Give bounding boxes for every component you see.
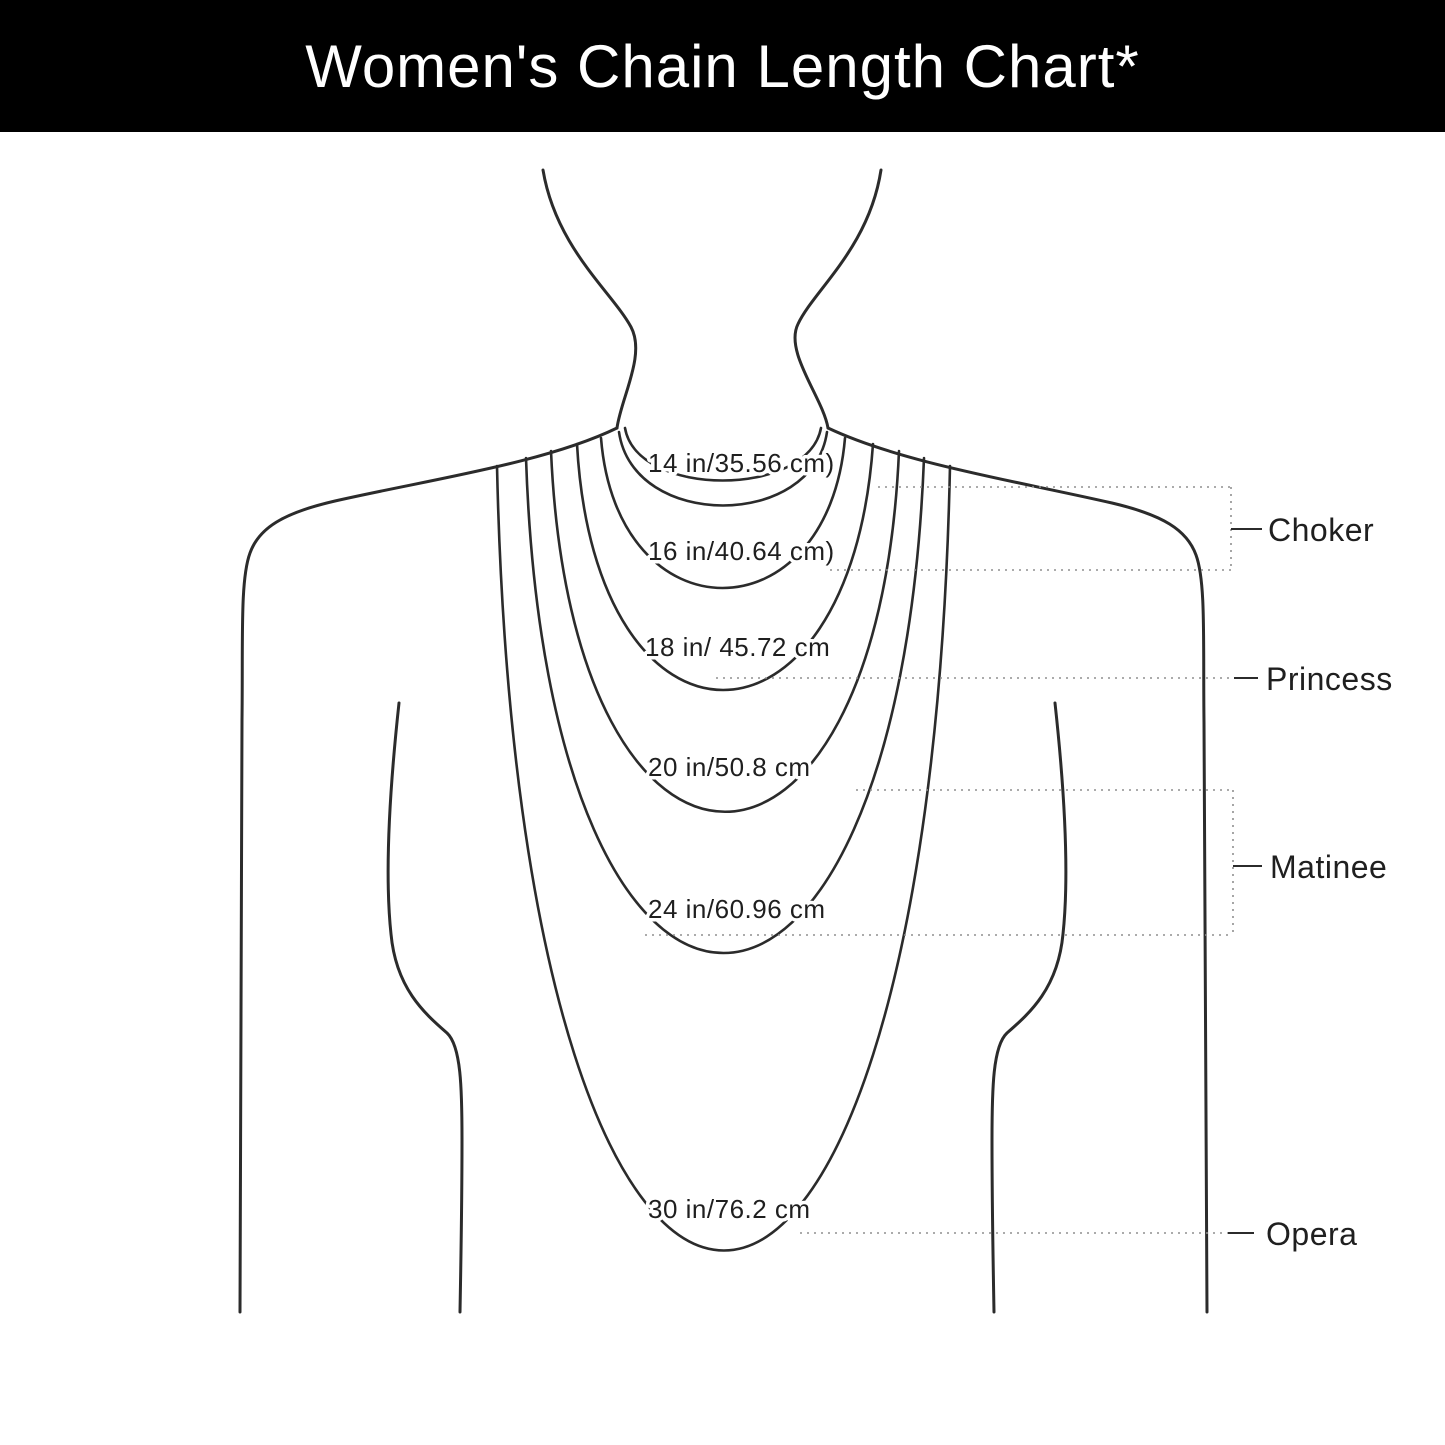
chain-24-curve [524, 456, 926, 955]
chain-14-curve-top [623, 426, 823, 482]
chain-16-label: 16 in/40.64 cm) [648, 536, 835, 566]
chain-20-label: 20 in/50.8 cm [648, 752, 811, 782]
chain-curves [495, 426, 952, 1252]
style-label-princess: Princess [1266, 661, 1393, 697]
header-bar: Women's Chain Length Chart* [0, 0, 1445, 132]
style-label-opera: Opera [1266, 1216, 1357, 1252]
figure-torso-right-line [990, 701, 1068, 1314]
chain-14-curve-bottom [617, 430, 829, 507]
leader-lines [645, 486, 1262, 1234]
figure-torso-left-line [386, 701, 464, 1314]
chain-18-label: 18 in/ 45.72 cm [645, 632, 830, 662]
style-label-choker: Choker [1268, 512, 1374, 548]
chain-length-labels: 14 in/35.56 cm) 16 in/40.64 cm) 18 in/ 4… [642, 445, 838, 1228]
page-title: Women's Chain Length Chart* [305, 32, 1140, 100]
figure-shoulder-arm-right-line [826, 426, 1209, 1314]
chain-14-label: 14 in/35.56 cm) [648, 448, 835, 478]
figure-neck-right-line [793, 168, 883, 430]
style-label-matinee: Matinee [1270, 849, 1387, 885]
figure-outline [238, 168, 1209, 1314]
figure-shoulder-arm-left-line [238, 426, 619, 1314]
chain-18-curve [575, 442, 875, 692]
chain-16-curve [599, 436, 847, 590]
chain-30-label: 30 in/76.2 cm [648, 1194, 811, 1224]
style-labels: Choker Princess Matinee Opera [1266, 512, 1393, 1252]
chain-30-curve [495, 464, 952, 1252]
figure-neck-left-line [541, 168, 638, 430]
chain-length-diagram: 14 in/35.56 cm) 16 in/40.64 cm) 18 in/ 4… [238, 168, 1393, 1314]
chain-20-curve [549, 449, 901, 814]
chain-24-label: 24 in/60.96 cm [648, 894, 826, 924]
